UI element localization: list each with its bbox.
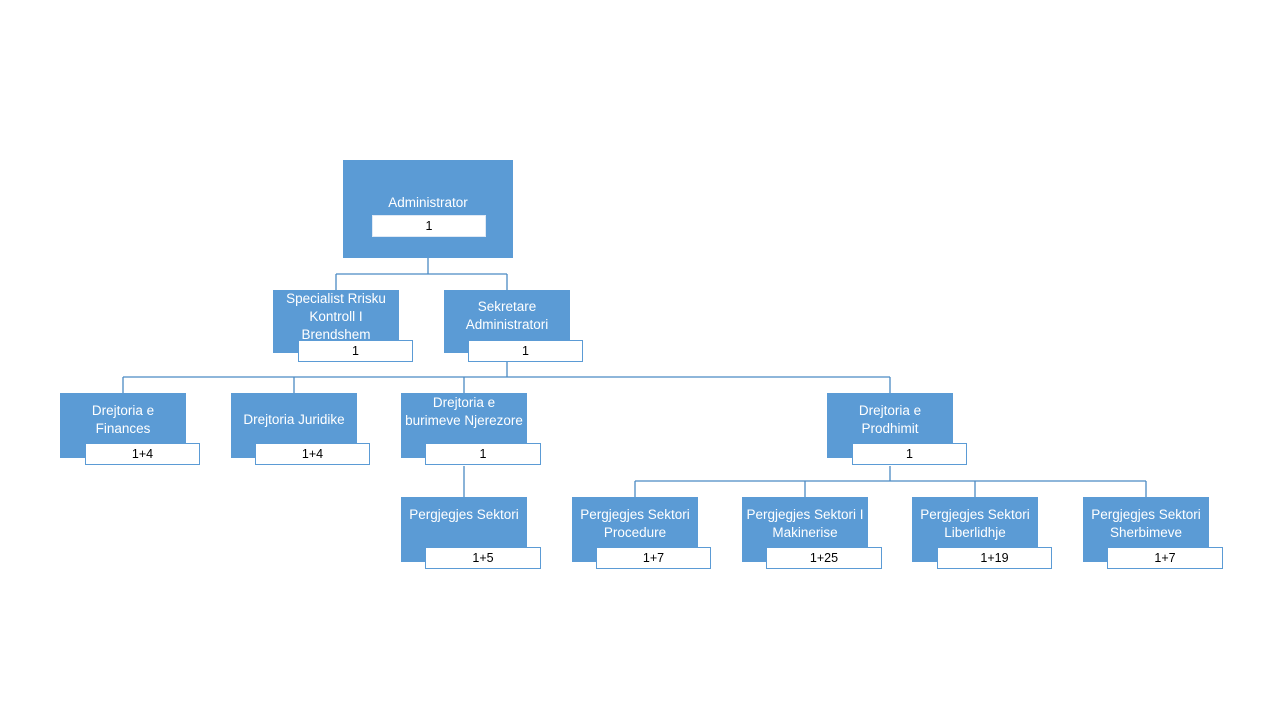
count-value: 1+7 xyxy=(1154,551,1176,565)
node-label: Pergjegjes Sektori Liberlidhje xyxy=(920,507,1030,540)
count-value: 1+25 xyxy=(809,551,839,565)
node-count: 1+5 xyxy=(425,547,541,569)
node-count: 1 xyxy=(372,215,486,237)
node-label: Specialist Rrisku Kontroll I Brendshem xyxy=(286,291,386,342)
node-count: 1+4 xyxy=(85,443,200,465)
node-label: Drejtoria Juridike xyxy=(243,412,345,427)
node-label: Drejtoria e burimeve Njerezore xyxy=(405,395,523,428)
node-label: Pergjegjes Sektori Sherbimeve xyxy=(1091,507,1201,540)
node-count: 1 xyxy=(425,443,541,465)
count-value: 1 xyxy=(352,344,359,358)
count-value: 1+4 xyxy=(301,447,324,461)
node-label: Administrator xyxy=(388,195,468,210)
node-label: Pergjegjes Sektori xyxy=(409,507,519,522)
node-label: Pergjegjes Sektori I Makinerise xyxy=(746,507,864,540)
node-label: Sekretare Administratori xyxy=(465,299,549,332)
node-label: Pergjegjes Sektori Procedure xyxy=(580,507,690,540)
node-label: Drejtoria e Prodhimit xyxy=(858,403,922,436)
count-value: 1 xyxy=(906,447,913,461)
count-value: 1+4 xyxy=(131,447,154,461)
node-count: 1+7 xyxy=(596,547,711,569)
count-value: 1 xyxy=(479,447,487,461)
node-procedure[interactable]: Pergjegjes Sektori Procedure xyxy=(572,497,698,562)
node-administrator[interactable]: Administrator xyxy=(343,160,513,258)
node-count: 1+7 xyxy=(1107,547,1223,569)
count-value: 1 xyxy=(425,219,433,233)
node-label: Drejtoria e Finances xyxy=(91,403,155,436)
node-count: 1+4 xyxy=(255,443,370,465)
count-value: 1+19 xyxy=(980,551,1009,565)
node-count: 1 xyxy=(298,340,413,362)
node-count: 1+25 xyxy=(766,547,882,569)
count-value: 1+7 xyxy=(642,551,665,565)
node-count: 1 xyxy=(468,340,583,362)
count-value: 1+5 xyxy=(472,551,494,565)
node-count: 1 xyxy=(852,443,967,465)
count-value: 1 xyxy=(522,344,529,358)
node-count: 1+19 xyxy=(937,547,1052,569)
